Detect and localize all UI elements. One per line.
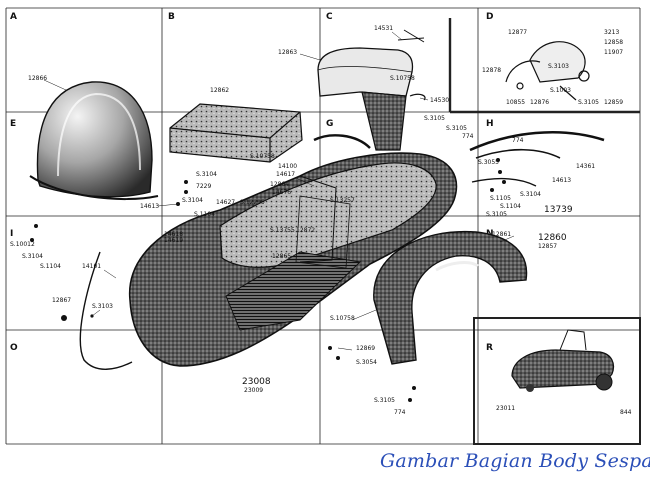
label-14101: 14101 (82, 263, 101, 270)
trim-strips-part (469, 131, 605, 187)
label-844: 844 (620, 409, 632, 416)
label-14676: 14676 (272, 189, 291, 196)
label-s13257: S.13257 (330, 197, 355, 204)
sidecar-body-part (79, 134, 458, 370)
label-s1104-a: S.1104 (500, 203, 521, 210)
label-23008: 23008 (242, 377, 271, 387)
label-s13755: S.13755 (270, 227, 295, 234)
label-14531: 14531 (374, 25, 393, 32)
label-s3105-a: S.3105 (578, 99, 599, 106)
label-s3104-b: S.3104 (196, 171, 217, 178)
label-12867: 12867 (52, 297, 71, 304)
label-s1104-b: S.1104 (194, 211, 215, 218)
label-12865: 12865 (272, 253, 291, 260)
label-s3103-b: S.3103 (92, 303, 113, 310)
label-s3105-d: S.3105 (486, 211, 507, 218)
label-14618: 14618 (164, 231, 183, 238)
windshield-part (29, 81, 159, 201)
label-12877: 12877 (508, 29, 527, 36)
sidecar-thumbnail (511, 329, 615, 392)
caption-text: Gambar Bagian Body Sespan (380, 450, 650, 472)
label-12857: 12857 (538, 243, 557, 250)
label-s3103-a: S.3103 (548, 63, 569, 70)
label-s3104-c: S.3104 (182, 197, 203, 204)
label-s10758-c: S.10758 (330, 315, 355, 322)
label-12876: 12876 (530, 99, 549, 106)
label-s3105-b: S.3105 (424, 115, 445, 122)
label-12864: 12864 (270, 181, 289, 188)
zone-c: C (326, 12, 333, 22)
zone-d: D (486, 12, 493, 22)
zone-r: R (486, 343, 493, 353)
label-23011: 23011 (496, 405, 515, 412)
label-12861: 12861 (492, 231, 511, 238)
label-11907: 11907 (604, 49, 623, 56)
label-774-c: 774 (394, 409, 406, 416)
label-14617: 14617 (276, 171, 295, 178)
label-s3055: S.3055 (478, 159, 499, 166)
label-s10758-b: S.10758 (250, 153, 275, 160)
label-12862: 12862 (210, 87, 229, 94)
label-14100: 14100 (278, 163, 297, 170)
label-12866: 12866 (28, 75, 47, 82)
label-14619: 14619 (164, 237, 183, 244)
handle-parts (505, 41, 590, 101)
label-s3105-e: S.3105 (374, 397, 395, 404)
label-14613-b: 14613 (140, 203, 159, 210)
label-s3105-c: S.3105 (446, 125, 467, 132)
seat-cushion-part (169, 103, 303, 163)
label-14627: 14627 (216, 199, 235, 206)
label-7229: 7229 (196, 183, 211, 190)
label-14361: 14361 (576, 163, 595, 170)
backrest-part (317, 29, 426, 151)
zone-h: H (486, 119, 494, 129)
label-s10758-a: S.10758 (390, 75, 415, 82)
label-23009: 23009 (244, 387, 263, 394)
fender-part (373, 230, 528, 365)
label-s3054: S.3054 (356, 359, 377, 366)
label-12858: 12858 (604, 39, 623, 46)
fasteners (30, 158, 506, 402)
label-3213: 3213 (604, 29, 619, 36)
label-s1003: S.1003 (550, 87, 571, 94)
zone-b: B (168, 12, 175, 22)
label-12872: 12872 (296, 227, 315, 234)
zone-a: A (10, 12, 17, 22)
label-14613-a: 14613 (552, 177, 571, 184)
label-s3104-a: S.3104 (520, 191, 541, 198)
label-12863: 12863 (278, 49, 297, 56)
zone-e: E (10, 119, 16, 129)
label-12859: 12859 (604, 99, 623, 106)
label-s10012: S.10012 (10, 241, 35, 248)
zone-i: I (10, 229, 13, 239)
label-14530: 14530 (430, 97, 449, 104)
label-774-a: 774 (462, 133, 474, 140)
label-12869: 12869 (356, 345, 375, 352)
label-13739: 13739 (544, 205, 573, 215)
label-s1104-c: S.1104 (40, 263, 61, 270)
label-s3104-d: S.3104 (22, 253, 43, 260)
zone-o: O (10, 343, 18, 353)
leader-lines (43, 31, 515, 351)
label-774-b: 774 (512, 137, 524, 144)
label-s1105: S.1105 (490, 195, 511, 202)
part-labels: 12866 12862 12863 14531 S.10758 14530 12… (10, 25, 632, 416)
zone-g: G (326, 119, 333, 129)
label-s12295: S.12295 (240, 199, 265, 206)
label-12878: 12878 (482, 67, 501, 74)
label-12860: 12860 (538, 233, 567, 243)
label-10855: 10855 (506, 99, 525, 106)
